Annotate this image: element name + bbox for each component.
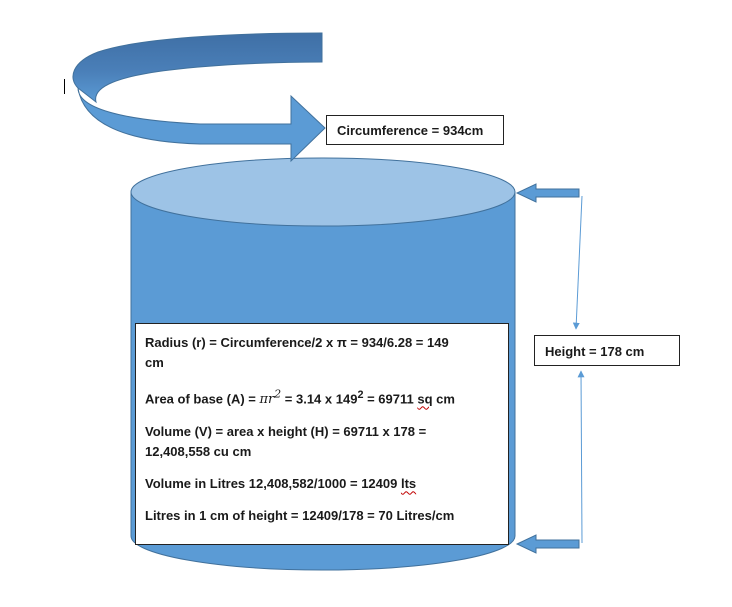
litres-prefix: Volume in Litres 12,408,582/1000 = 12409 — [145, 476, 401, 492]
bottom-pointer-arrow — [515, 534, 580, 554]
calculation-box: Radius (r) = Circumference/2 x π = 934/6… — [135, 323, 509, 545]
area-mid: = 3.14 x 149 — [281, 391, 358, 407]
area-formula-exponent: 2 — [274, 388, 282, 401]
radius-line-1: Radius (r) = Circumference/2 x π = 934/6… — [145, 335, 449, 350]
cylinder-top — [130, 157, 516, 227]
area-unit-end: cm — [432, 391, 455, 407]
litres-calculation: Volume in Litres 12,408,582/1000 = 12409… — [145, 474, 500, 494]
circumference-arrow-back — [72, 32, 323, 104]
circumference-arrow-front — [77, 87, 326, 163]
area-unit-flagged: sq — [417, 391, 433, 407]
text-cursor — [64, 79, 65, 94]
radius-line-2: cm — [145, 355, 164, 370]
litres-unit-flagged: lts — [400, 476, 417, 492]
area-calculation: Area of base (A) = πr2 = 3.14 x 1492 = 6… — [145, 385, 500, 410]
height-label: Height = 178 cm — [534, 335, 680, 366]
area-prefix: Area of base (A) = — [145, 391, 260, 407]
circumference-label: Circumference = 934cm — [326, 115, 504, 145]
area-result: = 69711 — [363, 391, 418, 407]
area-exponent: 2 — [357, 389, 364, 401]
height-dimension-lower — [577, 370, 585, 544]
radius-calculation: Radius (r) = Circumference/2 x π = 934/6… — [145, 333, 500, 373]
volume-line-2: 12,408,558 cu cm — [145, 444, 252, 460]
top-pointer-arrow — [515, 183, 580, 203]
height-dimension-upper — [572, 195, 583, 330]
volume-calculation: Volume (V) = area x height (H) = 69711 x… — [145, 422, 500, 462]
per-cm-line: Litres in 1 cm of height = 12409/178 = 7… — [145, 508, 455, 524]
volume-line-1: Volume (V) = area x height (H) = 69711 x… — [145, 424, 427, 440]
area-formula: πr2 — [259, 388, 282, 408]
area-formula-base: πr — [259, 392, 275, 408]
per-cm-calculation: Litres in 1 cm of height = 12409/178 = 7… — [145, 506, 500, 526]
